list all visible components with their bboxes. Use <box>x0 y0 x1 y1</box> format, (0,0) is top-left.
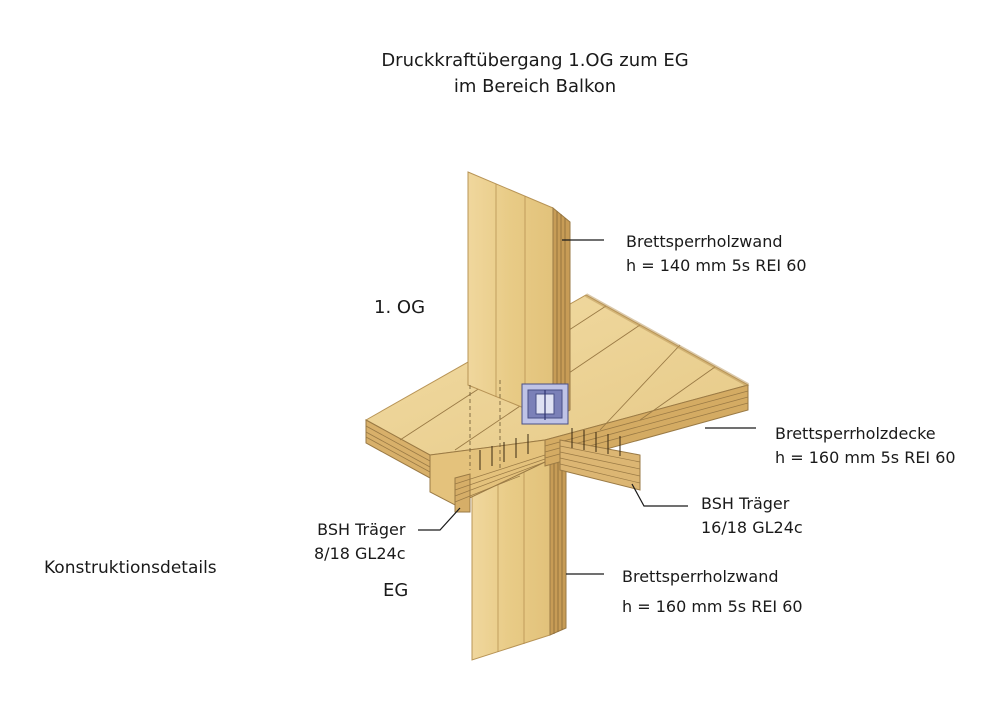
leader-beam-right <box>631 483 688 507</box>
fasteners <box>479 428 621 470</box>
title-line-2: im Bereich Balkon <box>453 76 617 97</box>
callout-wall-upper-name: Brettsperrholzwand <box>626 232 783 251</box>
upper-wall <box>467 171 571 470</box>
steel-connector <box>521 383 569 425</box>
leader-lines <box>418 239 756 575</box>
callout-beam-right-spec: 16/18 GL24c <box>701 518 803 537</box>
diagram-title: Druckkraftübergang 1.OG zum EG im Bereic… <box>340 48 730 100</box>
callout-wall-lower: Brettsperrholzwand h = 160 mm 5s REI 60 <box>622 562 803 622</box>
callout-beam-left-name: BSH Träger <box>317 520 406 539</box>
title-line-1: Druckkraftübergang 1.OG zum EG <box>381 50 689 71</box>
callout-slab-name: Brettsperrholzdecke <box>775 424 936 443</box>
storey-label-lower: EG <box>383 580 409 601</box>
leader-beam-left <box>418 507 461 531</box>
callout-wall-lower-spec: h = 160 mm 5s REI 60 <box>622 597 803 616</box>
storey-label-upper: 1. OG <box>374 297 426 318</box>
callout-wall-lower-name: Brettsperrholzwand <box>622 567 779 586</box>
callout-wall-upper-spec: h = 140 mm 5s REI 60 <box>626 256 807 275</box>
callout-beam-right: BSH Träger 16/18 GL24c <box>701 492 803 540</box>
callout-beam-right-name: BSH Träger <box>701 494 790 513</box>
section-label: Konstruktionsdetails <box>44 558 217 578</box>
callout-beam-left-spec: 8/18 GL24c <box>314 544 406 563</box>
callout-slab: Brettsperrholzdecke h = 160 mm 5s REI 60 <box>775 422 956 470</box>
callout-wall-upper: Brettsperrholzwand h = 140 mm 5s REI 60 <box>626 230 807 278</box>
callout-beam-left: BSH Träger 8/18 GL24c <box>314 518 405 566</box>
callout-slab-spec: h = 160 mm 5s REI 60 <box>775 448 956 467</box>
upper-wall-face <box>467 171 554 421</box>
